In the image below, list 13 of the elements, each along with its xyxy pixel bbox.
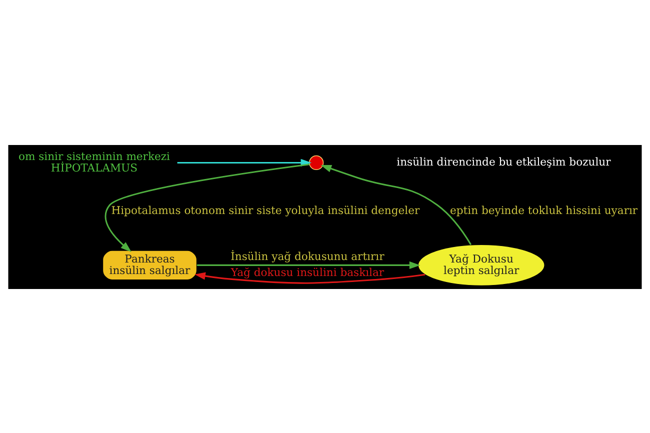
label: insülin direncinde bu etkileşim bozulur (396, 155, 611, 168)
node-ellipse: Yağ Dokusu leptin salgılar (418, 244, 545, 286)
arrow (196, 260, 420, 268)
node-text: om sinir sisteminin merkezi HİPOTALAMUS (18, 149, 170, 174)
arrow (104, 163, 310, 252)
arrow (194, 272, 426, 284)
arrow (320, 164, 472, 245)
edge-label: eptin beyinde tokluk hissini uyarır (450, 203, 638, 216)
edge-label: Yağ dokusu insülini baskılar (230, 266, 384, 279)
node-box: Pankreas insülin salgılar (102, 250, 198, 280)
node-circle (309, 154, 324, 170)
edge-label: İnsülin yağ dokusunu artırır (230, 249, 384, 262)
edge-label: Hipotalamus otonom sinir siste yoluyla insülini dengeler (111, 203, 420, 216)
